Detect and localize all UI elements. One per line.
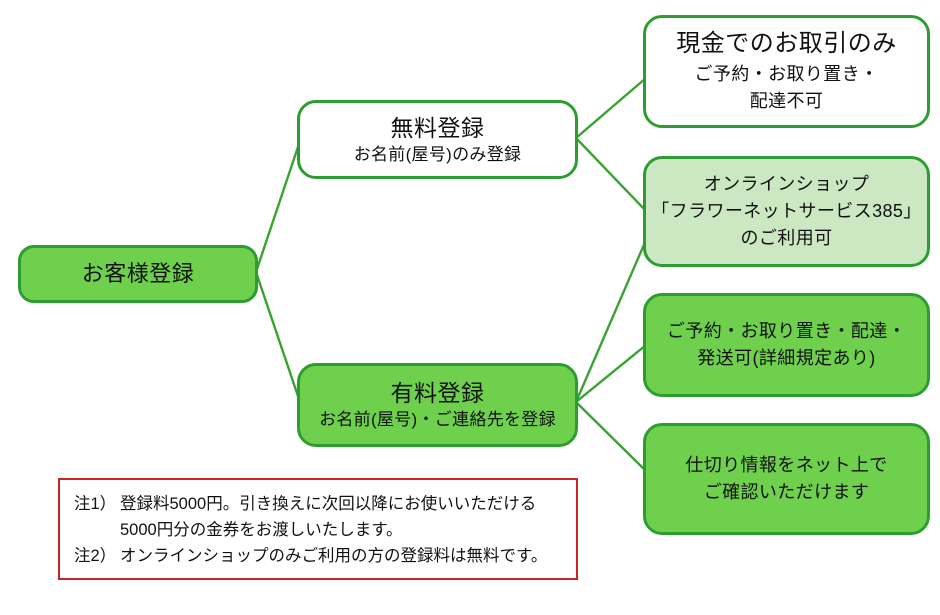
paid-registration-subtitle: お名前(屋号)・ご連絡先を登録 — [319, 410, 556, 430]
connector-paid-to-shikiri — [575, 401, 647, 472]
online-shop-node: オンラインショップ 「フラワーネットサービス385」 のご利用可 — [643, 156, 930, 267]
footnote-row: 注2） オンラインショップのみご利用の方の登録料は無料です。 — [74, 543, 564, 569]
cash-only-node: 現金でのお取引のみ ご予約・お取り置き・ 配達不可 — [643, 15, 930, 128]
wholesale-info-line1: 仕切り情報をネット上で — [685, 455, 888, 475]
paid-registration-node: 有料登録 お名前(屋号)・ご連絡先を登録 — [297, 363, 578, 447]
footnote-row: 5000円分の金券をお渡しいたします。 — [74, 517, 564, 543]
connector-paid-to-onlineshop — [574, 239, 648, 403]
cash-only-title: 現金でのお取引のみ — [676, 30, 897, 58]
online-shop-line3: のご利用可 — [740, 228, 833, 248]
online-shop-line1: オンラインショップ — [703, 174, 870, 194]
connector-free-to-onlineshop — [575, 137, 647, 212]
connector-root-to-paid — [254, 271, 302, 403]
connector-root-to-free — [254, 140, 302, 273]
free-registration-subtitle: お名前(屋号)のみ登録 — [353, 144, 522, 164]
footnotes-box: 注1） 登録料5000円。引き換えに次回以降にお使いいただける 5000円分の金… — [58, 478, 578, 580]
reservation-delivery-node: ご予約・お取り置き・配達・ 発送可(詳細規定あり) — [643, 293, 930, 397]
cash-only-line1: ご予約・お取り置き・ — [694, 63, 879, 84]
customer-registration-title: お客様登録 — [81, 261, 195, 287]
paid-registration-title: 有料登録 — [390, 380, 485, 406]
customer-registration-node: お客様登録 — [18, 245, 258, 303]
reservation-delivery-line2: 発送可(詳細規定あり) — [697, 348, 876, 368]
reservation-delivery-line1: ご予約・お取り置き・配達・ — [666, 321, 907, 341]
footnote-label: 注2） — [74, 547, 117, 565]
wholesale-info-node: 仕切り情報をネット上で ご確認いただけます — [643, 423, 930, 535]
free-registration-title: 無料登録 — [390, 114, 485, 141]
online-shop-line2: 「フラワーネットサービス385」 — [651, 201, 922, 221]
connector-paid-to-reserve — [575, 344, 647, 403]
footnote-label — [74, 517, 120, 543]
footnote-label: 注1） — [74, 495, 117, 513]
footnote-row: 注1） 登録料5000円。引き換えに次回以降にお使いいただける — [74, 491, 564, 517]
footnote-text: オンラインショップのみご利用の方の登録料は無料です。 — [120, 547, 548, 565]
footnote-text: 5000円分の金券をお渡しいたします。 — [120, 521, 403, 539]
wholesale-info-line2: ご確認いただけます — [703, 482, 870, 502]
connector-free-to-cash — [575, 77, 647, 139]
footnote-text: 登録料5000円。引き換えに次回以降にお使いいただける — [120, 495, 537, 513]
cash-only-line2: 配達不可 — [749, 90, 824, 111]
free-registration-node: 無料登録 お名前(屋号)のみ登録 — [297, 100, 578, 179]
